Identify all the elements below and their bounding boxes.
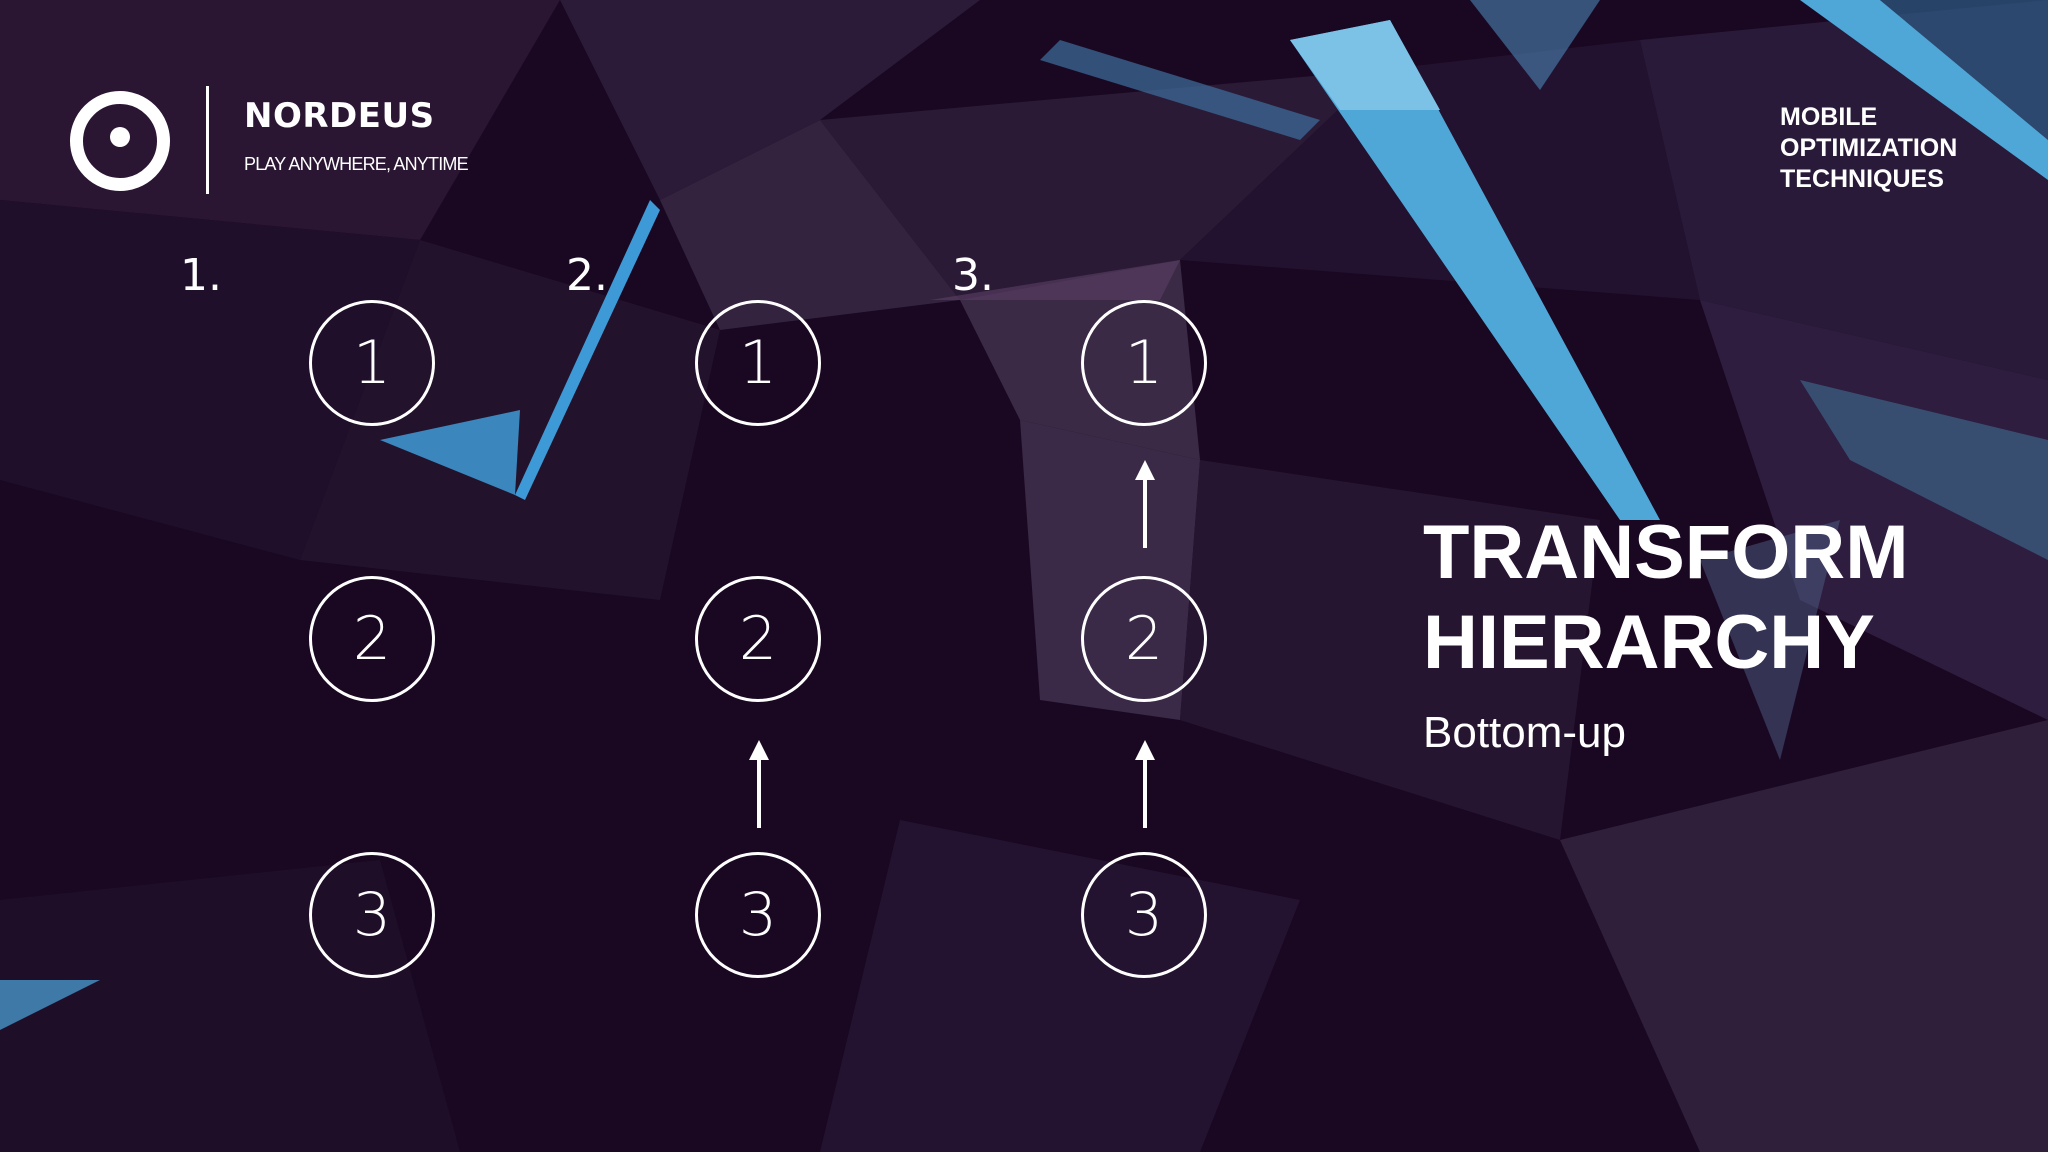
- step-label-1: 1.: [180, 250, 222, 301]
- step-label-3: 3.: [952, 250, 994, 301]
- slide-subtitle: Bottom-up: [1423, 708, 1626, 757]
- nordeus-logo: NORDEUS PLAY ANYWHERE, ANYTIME: [70, 86, 490, 196]
- logo-divider: [206, 86, 209, 194]
- hierarchy-node: 1: [1081, 300, 1207, 426]
- eye-logo-icon: [70, 91, 170, 191]
- logo-pupil: [110, 127, 130, 147]
- arrow-up-icon: [1135, 460, 1155, 548]
- hierarchy-node: 1: [309, 300, 435, 426]
- hierarchy-node: 2: [1081, 576, 1207, 702]
- hierarchy-node: 2: [695, 576, 821, 702]
- series-title-line: MOBILE: [1780, 103, 1878, 131]
- hierarchy-node: 3: [309, 852, 435, 978]
- hierarchy-node: 1: [695, 300, 821, 426]
- hierarchy-node: 3: [1081, 852, 1207, 978]
- slide-title-line: TRANSFORM: [1423, 510, 1909, 595]
- hierarchy-node: 3: [695, 852, 821, 978]
- brand-tagline: PLAY ANYWHERE, ANYTIME: [244, 154, 469, 174]
- step-label-2: 2.: [566, 250, 608, 301]
- brand-name: NORDEUS: [244, 96, 435, 136]
- arrow-up-icon: [749, 740, 769, 828]
- series-title-line: TECHNIQUES: [1780, 165, 1944, 193]
- arrow-up-icon: [1135, 740, 1155, 828]
- slide-title-line: HIERARCHY: [1423, 600, 1875, 685]
- slide-title: TRANSFORM HIERARCHY: [1423, 508, 1909, 688]
- hierarchy-node: 2: [309, 576, 435, 702]
- series-title-line: OPTIMIZATION: [1780, 134, 1958, 162]
- presentation-series-title: MOBILE OPTIMIZATION TECHNIQUES: [1780, 102, 1957, 195]
